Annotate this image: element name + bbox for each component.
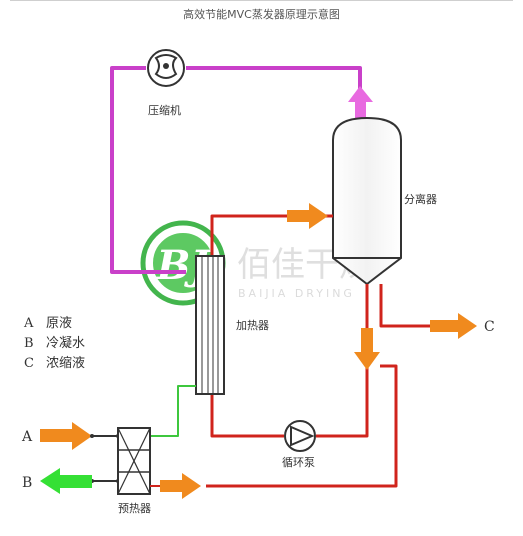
legend-item-a: A 原液 (23, 316, 72, 331)
flow-arrow-concentrate-out (430, 313, 477, 339)
legend: A 原液 B 冷凝水 C 浓缩液 (23, 316, 85, 371)
vapor-pipe (110, 66, 362, 274)
legend-text: 原液 (46, 316, 72, 331)
heater (195, 255, 225, 395)
legend-text: 浓缩液 (46, 355, 85, 371)
flow-arrow-feed-in (40, 422, 92, 450)
flow-arrow-to-separator (287, 203, 328, 229)
orange-flow-arrows (40, 203, 477, 499)
preheater (117, 427, 160, 495)
brand-name-en: BAIJIA DRYING (238, 287, 355, 300)
pump-icon (284, 420, 316, 452)
legend-text: 冷凝水 (46, 335, 85, 351)
vapor-flow-arrow (348, 86, 373, 118)
stream-label-b: B (22, 475, 32, 491)
separator-vessel (332, 116, 402, 286)
legend-item-b: B 冷凝水 (24, 335, 85, 351)
legend-key: B (24, 336, 34, 351)
stream-label-c: C (484, 319, 495, 335)
flow-arrow-to-preheater-bottom (160, 473, 201, 499)
compressor-label: 压缩机 (148, 103, 181, 117)
compressor-icon (147, 49, 185, 87)
flow-arrow-down (354, 328, 380, 370)
legend-key: A (23, 316, 34, 331)
pump-label: 循环泵 (282, 456, 315, 469)
condensate-out-arrow (40, 468, 92, 494)
legend-item-c: C 浓缩液 (24, 355, 85, 371)
diagram-title: 高效节能MVC蒸发器原理示意图 (183, 8, 340, 21)
stream-label-a: A (21, 429, 33, 445)
top-rule (10, 0, 513, 1)
legend-key: C (24, 356, 34, 371)
preheater-label: 预热器 (118, 502, 151, 515)
heater-label: 加热器 (236, 319, 269, 332)
separator-label: 分离器 (404, 192, 437, 206)
